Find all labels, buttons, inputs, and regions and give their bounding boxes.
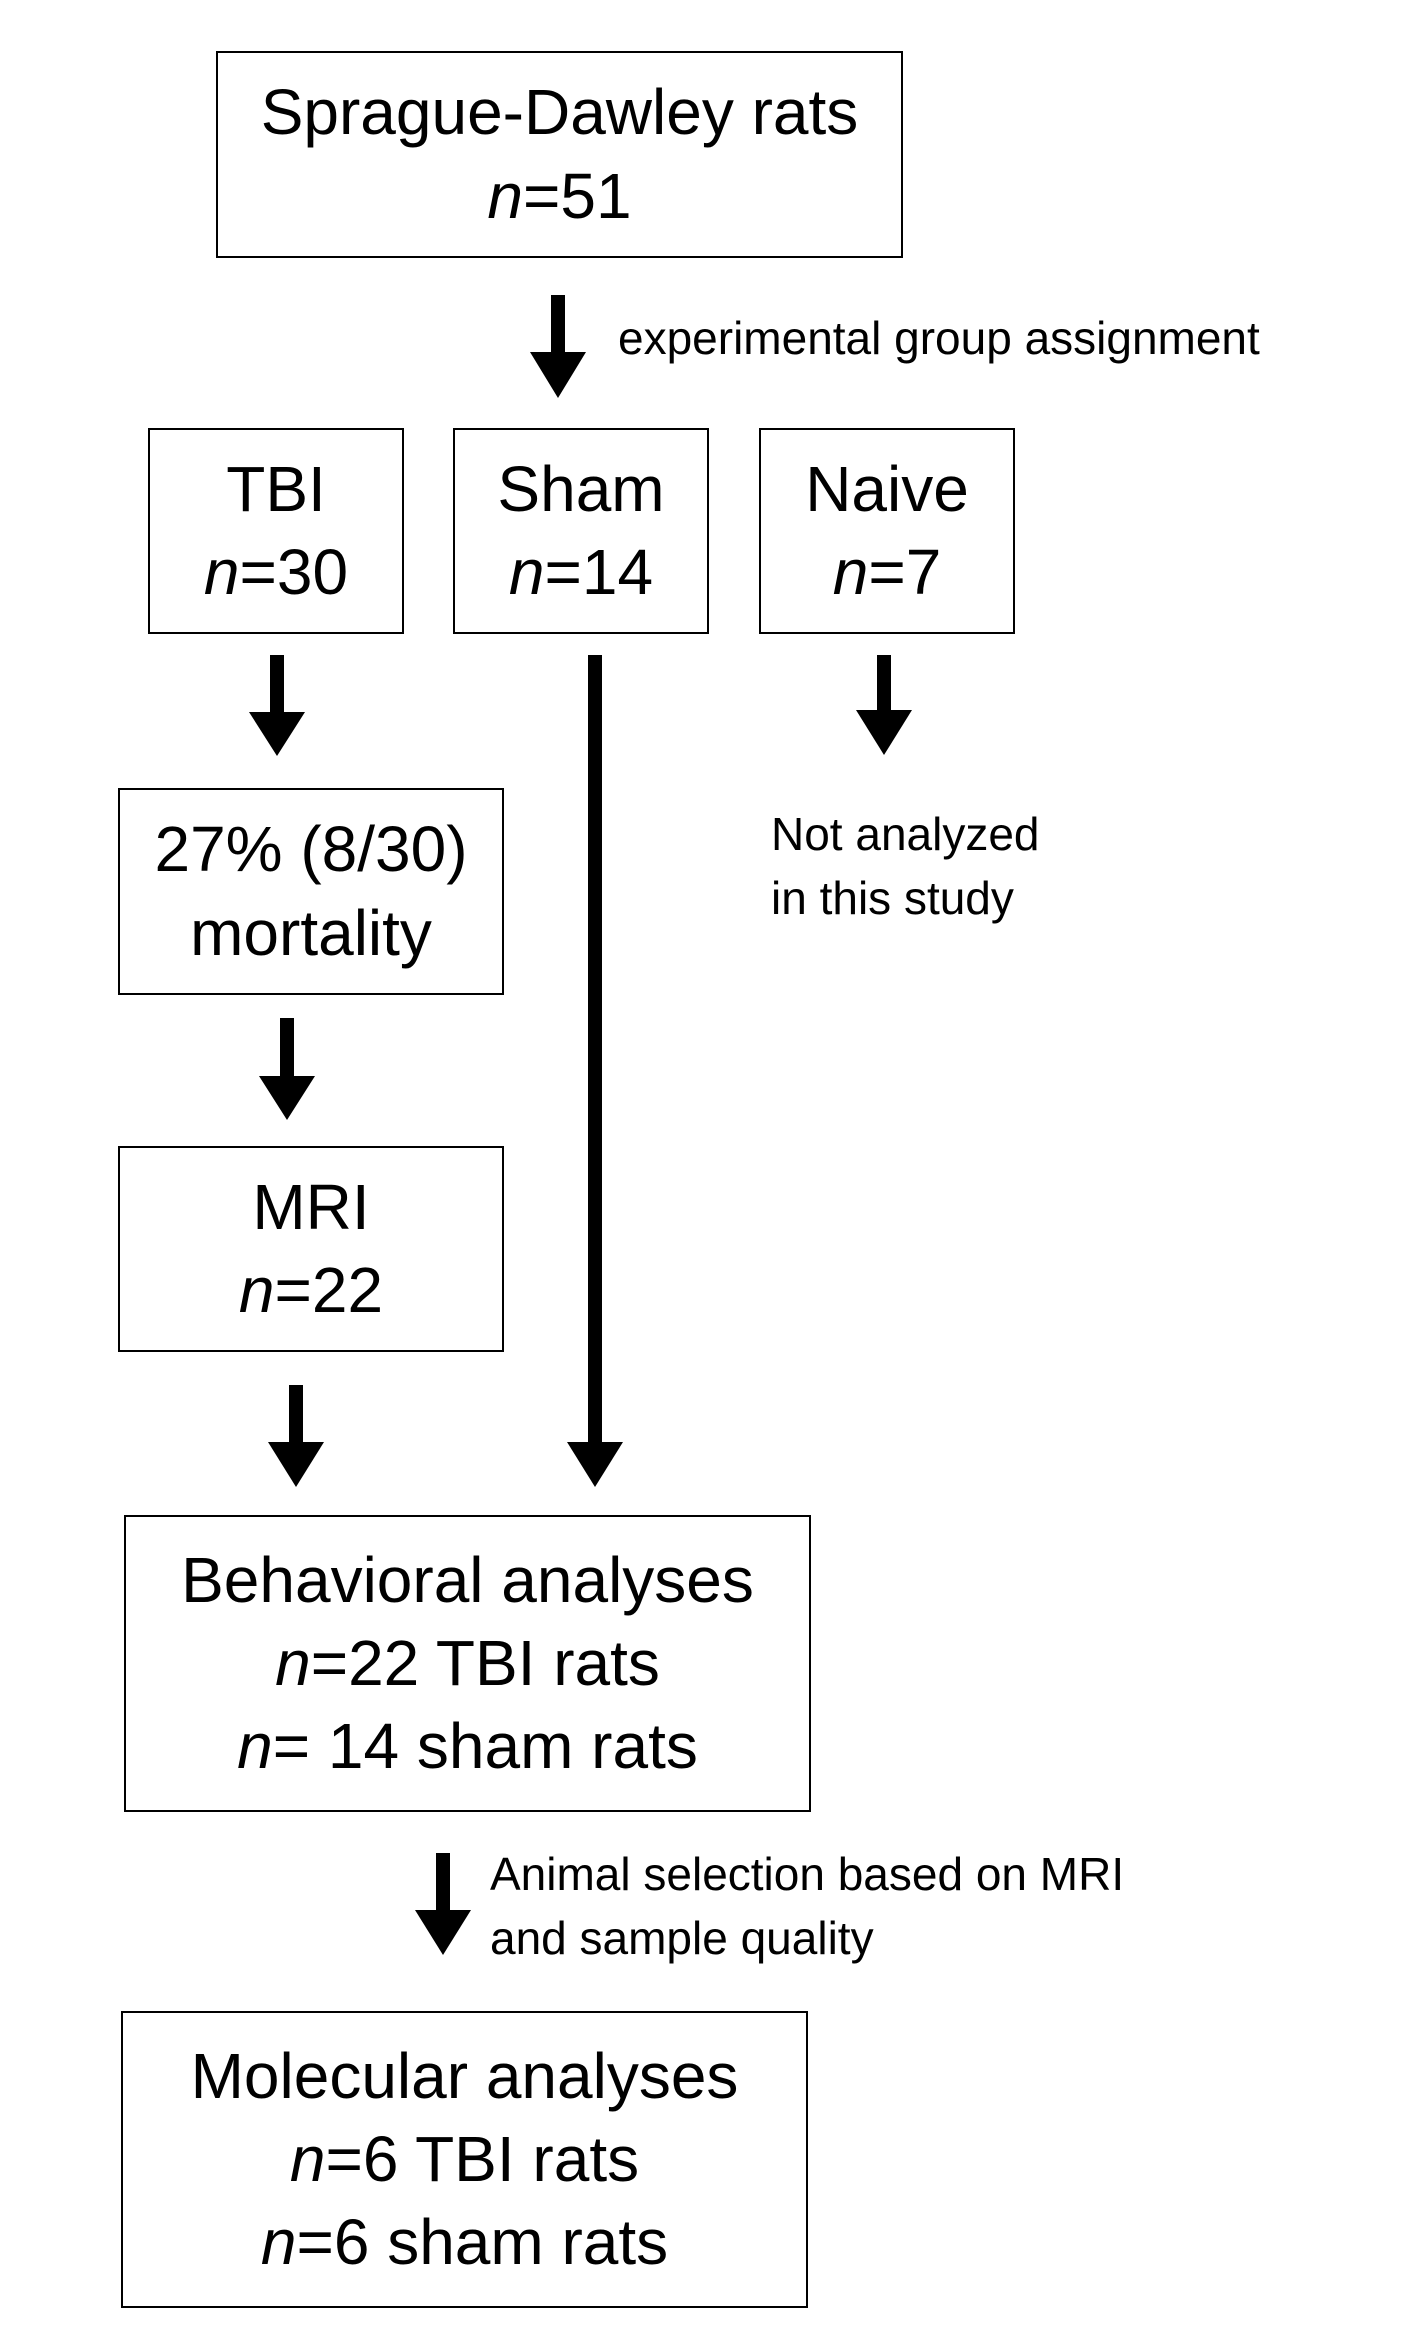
mortality-line2: mortality: [190, 896, 432, 969]
mri-count: n=22: [238, 1254, 384, 1326]
not-analyzed-line1: Not analyzed: [771, 808, 1040, 860]
arrow-source-to-groups: [530, 295, 586, 398]
behavioral-box: Behavioral analyses n=22 TBI rats n= 14 …: [124, 1515, 811, 1812]
not-analyzed-note: Not analyzed in this study: [771, 802, 1040, 931]
molecular-tbi-count: n=6 TBI rats: [289, 2122, 640, 2195]
behavioral-sham-count: n= 14 sham rats: [237, 1710, 698, 1783]
assignment-note: experimental group assignment: [618, 312, 1260, 364]
source-title: Sprague-Dawley rats: [260, 76, 859, 149]
source-count: n=51: [487, 159, 632, 232]
naive-box: Naive n=7: [759, 428, 1015, 634]
arrow-sham-to-behavioral: [567, 655, 623, 1487]
behavioral-title: Behavioral analyses: [181, 1543, 754, 1616]
mri-title: MRI: [252, 1170, 370, 1243]
arrow-behavioral-to-molecular: [415, 1853, 471, 1955]
not-analyzed-line2: in this study: [771, 872, 1014, 925]
tbi-box: TBI n=30: [148, 428, 404, 634]
selection-note: Animal selection based on MRI and sample…: [490, 1842, 1124, 1971]
source-box: Sprague-Dawley rats n=51: [216, 51, 903, 258]
selection-line1: Animal selection based on MRI: [490, 1848, 1125, 1900]
naive-count: n=7: [832, 536, 942, 608]
behavioral-tbi-count: n=22 TBI rats: [275, 1626, 660, 1699]
molecular-box: Molecular analyses n=6 TBI rats n=6 sham…: [121, 2011, 808, 2308]
selection-line2: and sample quality: [490, 1912, 874, 1965]
molecular-sham-count: n=6 sham rats: [260, 2206, 669, 2279]
arrow-mri-to-behavioral: [268, 1385, 324, 1487]
sham-count: n=14: [508, 536, 654, 608]
sham-box: Sham n=14: [453, 428, 709, 634]
tbi-count: n=30: [203, 536, 349, 608]
arrow-mortality-to-mri: [259, 1018, 315, 1120]
sham-title: Sham: [497, 452, 665, 525]
naive-title: Naive: [805, 452, 969, 525]
mortality-line1: 27% (8/30): [154, 813, 468, 886]
tbi-title: TBI: [226, 452, 326, 525]
mortality-box: 27% (8/30) mortality: [118, 788, 504, 995]
molecular-title: Molecular analyses: [190, 2039, 739, 2112]
mri-box: MRI n=22: [118, 1146, 504, 1352]
arrow-tbi-to-mortality: [249, 655, 305, 756]
arrow-naive-to-not-analyzed: [856, 655, 912, 755]
